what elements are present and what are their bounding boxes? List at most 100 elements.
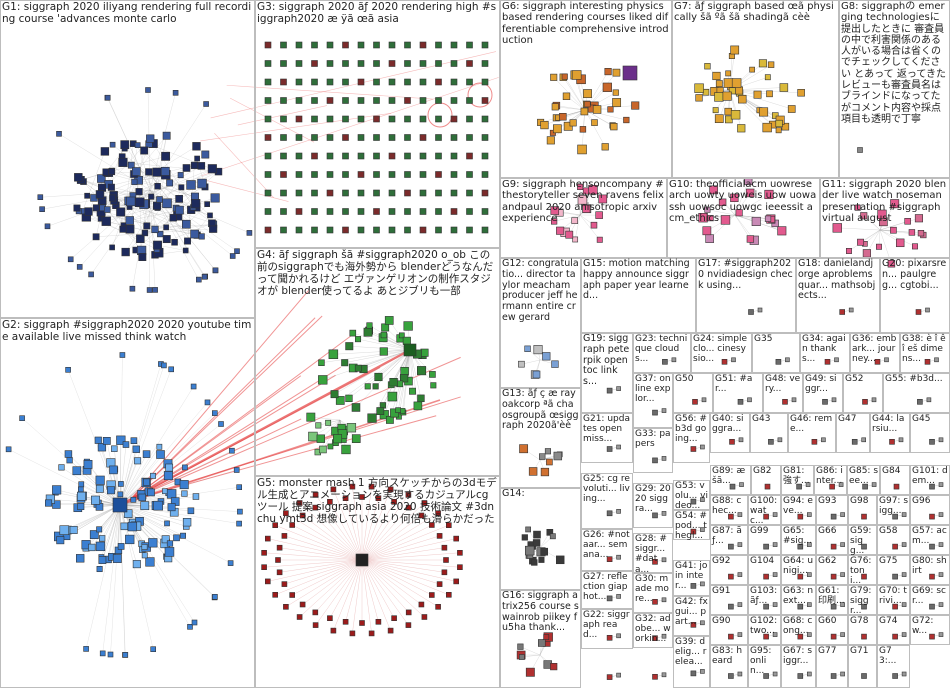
user-node[interactable]	[701, 397, 707, 403]
user-node[interactable]	[443, 557, 449, 563]
user-node[interactable]	[196, 276, 202, 283]
user-node[interactable]	[606, 556, 613, 563]
user-node[interactable]	[116, 207, 126, 217]
user-node[interactable]	[540, 121, 549, 130]
user-node[interactable]	[550, 73, 558, 81]
user-node[interactable]	[797, 573, 804, 580]
user-node[interactable]	[525, 667, 535, 677]
user-node[interactable]	[130, 496, 137, 503]
user-node[interactable]	[327, 615, 333, 622]
user-node[interactable]	[419, 208, 427, 215]
user-node[interactable]	[749, 66, 755, 73]
user-node[interactable]	[851, 438, 858, 445]
user-node[interactable]	[481, 115, 489, 123]
user-node[interactable]	[764, 189, 774, 200]
user-node[interactable]	[419, 226, 427, 234]
user-node[interactable]	[577, 183, 584, 190]
user-node[interactable]	[661, 633, 667, 639]
user-node[interactable]	[652, 512, 658, 519]
user-node[interactable]	[772, 542, 778, 547]
user-node[interactable]	[342, 134, 349, 141]
user-node[interactable]	[84, 192, 91, 199]
user-node[interactable]	[901, 671, 907, 677]
user-node[interactable]	[861, 513, 867, 520]
user-node[interactable]	[829, 483, 835, 490]
user-node[interactable]	[207, 212, 213, 219]
user-node[interactable]	[161, 151, 171, 161]
user-node[interactable]	[236, 520, 242, 527]
user-node[interactable]	[466, 171, 473, 178]
user-node[interactable]	[661, 597, 667, 603]
user-node[interactable]	[904, 218, 911, 225]
user-node[interactable]	[892, 603, 898, 610]
user-node[interactable]	[357, 41, 365, 49]
user-node[interactable]	[342, 171, 349, 178]
user-node[interactable]	[204, 399, 211, 406]
user-node[interactable]	[342, 78, 349, 86]
user-node[interactable]	[772, 602, 778, 607]
user-node[interactable]	[88, 271, 94, 278]
user-node[interactable]	[543, 634, 550, 641]
user-node[interactable]	[56, 131, 62, 137]
user-node[interactable]	[797, 633, 804, 640]
user-node[interactable]	[466, 41, 473, 49]
user-node[interactable]	[546, 136, 555, 145]
user-node[interactable]	[138, 253, 147, 261]
user-node[interactable]	[182, 464, 188, 471]
user-node[interactable]	[349, 630, 356, 637]
user-node[interactable]	[466, 208, 473, 215]
user-node[interactable]	[550, 662, 558, 671]
user-node[interactable]	[861, 573, 867, 580]
user-node[interactable]	[92, 233, 100, 241]
user-node[interactable]	[404, 97, 411, 104]
user-node[interactable]	[428, 592, 435, 598]
user-node[interactable]	[698, 213, 708, 223]
user-node[interactable]	[318, 375, 328, 385]
user-node[interactable]	[435, 41, 442, 49]
user-node[interactable]	[840, 512, 845, 517]
user-node[interactable]	[388, 78, 396, 86]
user-node[interactable]	[737, 632, 743, 637]
user-node[interactable]	[830, 603, 837, 610]
user-node[interactable]	[326, 115, 334, 123]
user-node[interactable]	[806, 602, 812, 607]
user-node[interactable]	[830, 543, 837, 550]
user-node[interactable]	[731, 357, 736, 363]
user-node[interactable]	[532, 539, 541, 547]
user-node[interactable]	[299, 601, 306, 608]
user-node[interactable]	[419, 152, 427, 160]
user-node[interactable]	[100, 147, 110, 156]
user-node[interactable]	[84, 207, 93, 216]
user-node[interactable]	[731, 78, 742, 88]
user-node[interactable]	[326, 134, 334, 141]
user-node[interactable]	[368, 630, 375, 637]
user-node[interactable]	[280, 208, 287, 215]
user-node[interactable]	[141, 552, 148, 559]
user-node[interactable]	[768, 438, 774, 445]
user-node[interactable]	[450, 208, 458, 215]
user-node[interactable]	[76, 554, 85, 563]
user-node[interactable]	[914, 214, 923, 223]
user-node[interactable]	[156, 443, 163, 450]
user-node[interactable]	[908, 229, 916, 236]
user-node[interactable]	[875, 243, 882, 250]
user-node[interactable]	[359, 494, 365, 500]
user-node[interactable]	[758, 107, 769, 117]
user-node[interactable]	[161, 535, 170, 544]
user-node[interactable]	[728, 573, 734, 580]
user-node[interactable]	[229, 447, 235, 454]
user-node[interactable]	[549, 533, 556, 540]
user-node[interactable]	[938, 542, 944, 547]
user-node[interactable]	[404, 152, 411, 160]
user-node[interactable]	[77, 491, 86, 501]
user-node[interactable]	[311, 41, 318, 49]
user-node[interactable]	[577, 144, 587, 155]
user-node[interactable]	[261, 564, 267, 571]
user-node[interactable]	[280, 97, 287, 104]
user-node[interactable]	[151, 225, 159, 233]
user-node[interactable]	[164, 520, 170, 527]
user-node[interactable]	[295, 226, 303, 234]
user-node[interactable]	[785, 357, 790, 363]
user-node[interactable]	[753, 90, 762, 99]
user-node[interactable]	[95, 484, 104, 493]
